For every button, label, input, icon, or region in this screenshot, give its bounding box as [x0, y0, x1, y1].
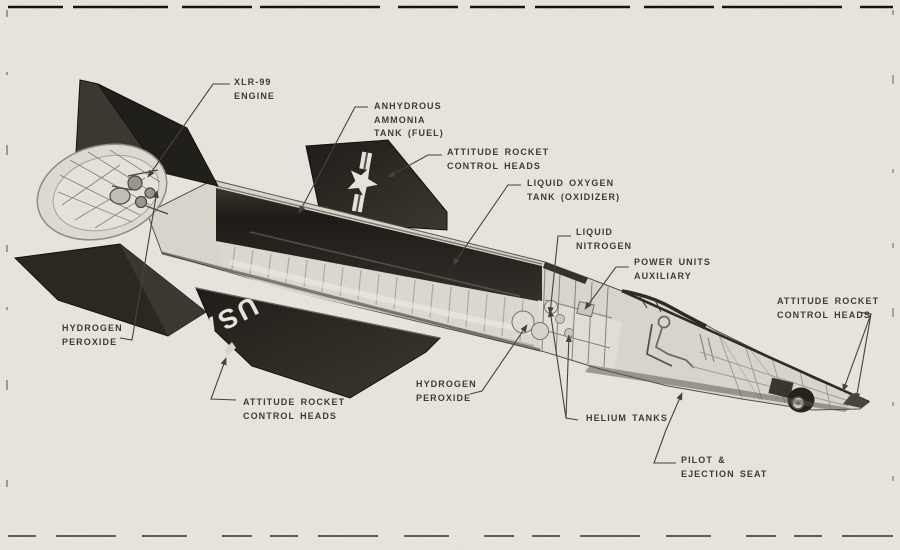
leader-attitude-bottom — [210, 357, 237, 401]
helium-tank-1 — [555, 314, 565, 324]
label-hydrogen-peroxide-center: HYDROGEN PEROXIDE — [416, 379, 477, 403]
leader-attitude-right-2 — [854, 313, 872, 401]
label-ammonia-tank: ANHYDROUS AMMONIA TANK (FUEL) — [374, 101, 444, 138]
xlr99-engine-cutaway — [36, 143, 169, 241]
label-helium-tanks: HELIUM TANKS — [586, 413, 668, 423]
equipment-bay — [511, 262, 622, 372]
lower-fin — [13, 243, 207, 337]
lower-seam — [161, 251, 541, 352]
canopy-frame — [621, 289, 707, 328]
label-attitude-rocket-top: ATTITUDE ROCKET CONTROL HEADS — [447, 147, 550, 171]
hydrogen-peroxide-sphere — [511, 310, 535, 334]
label-lox-tank: LIQUID OXYGEN TANK (OXIDIZER) — [527, 178, 621, 202]
label-liquid-nitrogen: LIQUID NITROGEN — [576, 227, 633, 251]
leader-h2o2-left — [119, 190, 159, 341]
ammonia-tank-band — [215, 185, 543, 302]
label-attitude-rocket-bottom: ATTITUDE ROCKET CONTROL HEADS — [243, 397, 346, 421]
label-xlr99-engine: XLR-99 ENGINE — [234, 77, 275, 101]
usaf-star-insignia — [347, 151, 378, 213]
leader-attitude-top — [387, 154, 442, 178]
label-pilot-ejection-seat: PILOT & EJECTION SEAT — [681, 455, 768, 479]
leader-ammonia-tank — [298, 106, 368, 214]
figure-border — [6, 5, 894, 540]
pilot-figure — [646, 315, 695, 369]
cockpit — [621, 289, 715, 369]
label-auxiliary-power-units: POWER UNITS AUXILIARY — [634, 257, 712, 281]
leader-lox-tank — [452, 184, 521, 266]
leader-pilot-seat — [653, 392, 683, 464]
far-wing-panel — [305, 139, 448, 231]
leader-h2o2-center — [469, 324, 528, 395]
aircraft-cutaway: USAF — [13, 79, 870, 413]
leader-apu — [584, 266, 629, 310]
label-hydrogen-peroxide-left: HYDROGEN PEROXIDE — [62, 323, 123, 347]
underside-shadow — [585, 365, 850, 412]
leader-liquid-nitrogen — [547, 235, 571, 315]
leader-helium-2 — [565, 334, 572, 419]
ejection-seat — [646, 323, 673, 367]
label-attitude-rocket-right: ATTITUDE ROCKET CONTROL HEADS — [777, 296, 880, 320]
wingtip-rocket-nozzle — [224, 342, 236, 355]
engine-machinery — [109, 169, 169, 215]
leader-xlr99-engine — [147, 83, 230, 178]
leader-lines — [119, 83, 872, 464]
